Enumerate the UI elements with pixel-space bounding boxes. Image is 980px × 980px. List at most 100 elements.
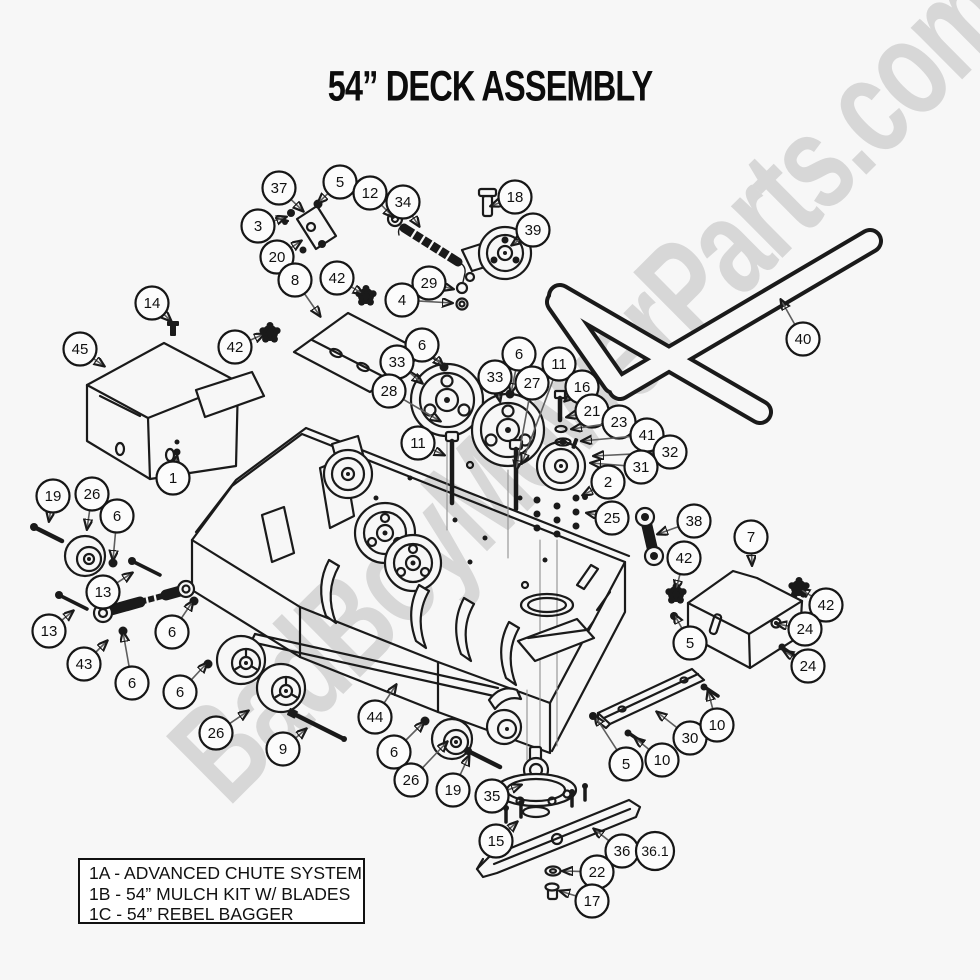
legend-box: 1A - ADVANCED CHUTE SYSTEM 1B - 54” MULC… xyxy=(78,858,365,924)
callout-circle xyxy=(652,434,688,470)
callout-leader xyxy=(405,722,424,741)
callout-number: 10 xyxy=(654,752,671,769)
callout-number: 35 xyxy=(484,788,501,805)
callout-leader xyxy=(292,241,301,247)
callout-12: 12 xyxy=(352,175,394,218)
callout-leader xyxy=(113,532,115,560)
callout-leader xyxy=(781,300,796,325)
callout-leader xyxy=(94,359,104,366)
mower-blade xyxy=(475,798,642,879)
callout-13: 13 xyxy=(85,573,133,610)
callout-circle xyxy=(541,346,577,382)
callout-leader xyxy=(583,490,592,495)
legend-item-1a: 1A - ADVANCED CHUTE SYSTEM xyxy=(89,863,362,883)
callout-number: 30 xyxy=(682,730,699,747)
callout-6: 6 xyxy=(376,722,425,770)
callout-leader xyxy=(318,194,327,203)
callout-circle xyxy=(634,830,676,872)
callout-circle xyxy=(623,449,659,485)
adjustment-link xyxy=(92,579,196,624)
callout-circle xyxy=(733,519,769,555)
callout-leader xyxy=(229,711,248,724)
star-knob xyxy=(665,583,687,604)
callout-circle xyxy=(162,674,198,710)
callout-leader xyxy=(383,685,396,704)
caster-forks xyxy=(320,558,521,687)
callout-circle xyxy=(376,734,412,770)
callout-9: 9 xyxy=(265,729,307,767)
callout-1: 1 xyxy=(155,456,191,496)
callout-leader xyxy=(413,217,419,226)
callout-circle xyxy=(114,665,150,701)
callout-leader xyxy=(800,589,812,596)
callout-leader xyxy=(295,729,306,738)
wheel-axle-bolt xyxy=(286,707,503,770)
callout-circle xyxy=(259,239,295,275)
callout-circle xyxy=(155,460,191,496)
idler-nut-washer xyxy=(455,281,469,311)
callout-31: 31 xyxy=(591,449,659,485)
callout-circle xyxy=(240,208,276,244)
callout-circle xyxy=(99,498,135,534)
callout-leader xyxy=(512,240,519,245)
callout-leader xyxy=(560,891,577,896)
callout-leader xyxy=(409,372,422,383)
deck-gasket-ring xyxy=(516,592,596,663)
callout-44: 44 xyxy=(357,685,397,735)
callout-number: 37 xyxy=(271,180,288,197)
callout-27: 27 xyxy=(514,365,550,471)
callout-43: 43 xyxy=(66,641,108,682)
callout-number: 42 xyxy=(818,597,835,614)
callout-42: 42 xyxy=(217,329,265,365)
callout-number: 15 xyxy=(488,833,505,850)
callout-35: 35 xyxy=(474,778,522,814)
callout-circle xyxy=(31,613,67,649)
callout-leader xyxy=(511,370,515,393)
callout-number: 44 xyxy=(367,709,384,726)
double-pulley xyxy=(353,501,443,593)
callout-number: 7 xyxy=(747,529,755,546)
callout-number: 24 xyxy=(800,658,817,675)
callout-20: 20 xyxy=(259,239,302,275)
callout-number: 9 xyxy=(279,741,287,758)
callout-leader xyxy=(87,510,90,529)
callout-leader xyxy=(403,399,440,421)
callout-number: 25 xyxy=(604,510,621,527)
callout-circle xyxy=(666,540,702,576)
callout-39: 39 xyxy=(512,212,551,248)
callout-number: 32 xyxy=(662,444,679,461)
callout-26: 26 xyxy=(393,742,448,798)
callout-circle xyxy=(501,336,537,372)
callout-11: 11 xyxy=(522,346,577,464)
callout-6: 6 xyxy=(99,498,135,561)
callout-leader xyxy=(507,785,521,790)
callout-circle xyxy=(672,625,708,661)
callout-leader xyxy=(418,301,452,303)
callout-circle xyxy=(357,699,393,735)
blade-bolt xyxy=(544,882,560,901)
callout-45: 45 xyxy=(62,331,105,367)
callout-circle xyxy=(371,373,407,409)
callout-24: 24 xyxy=(784,648,826,684)
callout-leader xyxy=(95,641,107,653)
callout-11: 11 xyxy=(400,425,445,461)
callout-leader xyxy=(434,450,444,455)
callout-number: 6 xyxy=(418,337,426,354)
callout-circle xyxy=(477,359,513,395)
callout-circle xyxy=(277,262,313,298)
callout-number: 17 xyxy=(584,893,601,910)
callout-number: 41 xyxy=(639,427,656,444)
callout-number: 10 xyxy=(709,717,726,734)
callout-5: 5 xyxy=(595,716,644,782)
callout-30: 30 xyxy=(657,712,708,756)
callout-circle xyxy=(217,329,253,365)
callout-number: 6 xyxy=(176,684,184,701)
callout-leader xyxy=(565,398,568,401)
callout-number: 40 xyxy=(795,331,812,348)
callout-circle xyxy=(514,365,550,401)
deck-wheel xyxy=(215,634,267,686)
callout-number: 5 xyxy=(686,635,694,652)
callout-number: 26 xyxy=(84,486,101,503)
